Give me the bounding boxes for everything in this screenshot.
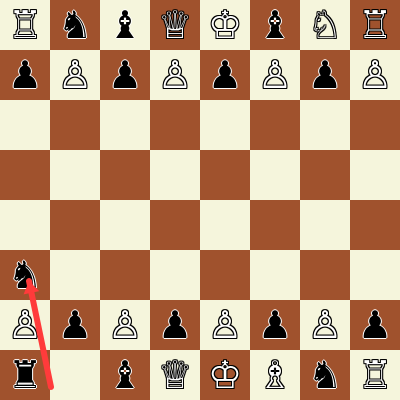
square-e8[interactable]: ♔	[200, 0, 250, 50]
square-a1[interactable]: ♜	[0, 350, 50, 400]
white-pawn-icon[interactable]: ♙	[207, 303, 243, 347]
white-pawn-icon[interactable]: ♙	[257, 53, 293, 97]
square-a4[interactable]	[0, 200, 50, 250]
black-pawn-icon[interactable]: ♟	[57, 303, 93, 347]
square-h2[interactable]: ♟	[350, 300, 400, 350]
square-e5[interactable]	[200, 150, 250, 200]
white-rook-icon[interactable]: ♖	[357, 353, 393, 397]
white-king-icon[interactable]: ♔	[207, 353, 243, 397]
square-e2[interactable]: ♙	[200, 300, 250, 350]
square-b4[interactable]	[50, 200, 100, 250]
white-pawn-icon[interactable]: ♙	[57, 53, 93, 97]
square-b7[interactable]: ♙	[50, 50, 100, 100]
square-f3[interactable]	[250, 250, 300, 300]
square-h3[interactable]	[350, 250, 400, 300]
square-f5[interactable]	[250, 150, 300, 200]
black-pawn-icon[interactable]: ♟	[107, 53, 143, 97]
square-g1[interactable]: ♞	[300, 350, 350, 400]
square-h8[interactable]: ♖	[350, 0, 400, 50]
square-g6[interactable]	[300, 100, 350, 150]
square-a3[interactable]: ♞	[0, 250, 50, 300]
black-pawn-icon[interactable]: ♟	[257, 303, 293, 347]
square-f2[interactable]: ♟	[250, 300, 300, 350]
white-rook-icon[interactable]: ♖	[7, 3, 43, 47]
square-d7[interactable]: ♙	[150, 50, 200, 100]
square-d3[interactable]	[150, 250, 200, 300]
square-f6[interactable]	[250, 100, 300, 150]
square-c3[interactable]	[100, 250, 150, 300]
black-pawn-icon[interactable]: ♟	[207, 53, 243, 97]
white-queen-icon[interactable]: ♕	[157, 353, 193, 397]
square-h5[interactable]	[350, 150, 400, 200]
black-pawn-icon[interactable]: ♟	[357, 303, 393, 347]
square-f1[interactable]: ♗	[250, 350, 300, 400]
square-h1[interactable]: ♖	[350, 350, 400, 400]
square-c4[interactable]	[100, 200, 150, 250]
square-g7[interactable]: ♟	[300, 50, 350, 100]
square-e1[interactable]: ♔	[200, 350, 250, 400]
black-bishop-icon[interactable]: ♝	[107, 353, 143, 397]
black-bishop-icon[interactable]: ♝	[107, 3, 143, 47]
black-knight-icon[interactable]: ♞	[307, 353, 343, 397]
white-pawn-icon[interactable]: ♙	[157, 53, 193, 97]
black-pawn-icon[interactable]: ♟	[7, 53, 43, 97]
square-a5[interactable]	[0, 150, 50, 200]
white-rook-icon[interactable]: ♖	[357, 3, 393, 47]
square-c1[interactable]: ♝	[100, 350, 150, 400]
white-bishop-icon[interactable]: ♗	[257, 353, 293, 397]
square-b3[interactable]	[50, 250, 100, 300]
square-a2[interactable]: ♙	[0, 300, 50, 350]
square-e4[interactable]	[200, 200, 250, 250]
square-b2[interactable]: ♟	[50, 300, 100, 350]
white-queen-icon[interactable]: ♕	[157, 3, 193, 47]
square-f8[interactable]: ♝	[250, 0, 300, 50]
square-d4[interactable]	[150, 200, 200, 250]
square-b6[interactable]	[50, 100, 100, 150]
square-c7[interactable]: ♟	[100, 50, 150, 100]
square-b8[interactable]: ♞	[50, 0, 100, 50]
square-b1[interactable]	[50, 350, 100, 400]
square-a8[interactable]: ♖	[0, 0, 50, 50]
white-pawn-icon[interactable]: ♙	[107, 303, 143, 347]
square-e7[interactable]: ♟	[200, 50, 250, 100]
white-pawn-icon[interactable]: ♙	[357, 53, 393, 97]
square-e3[interactable]	[200, 250, 250, 300]
square-d1[interactable]: ♕	[150, 350, 200, 400]
square-d5[interactable]	[150, 150, 200, 200]
square-g2[interactable]: ♙	[300, 300, 350, 350]
square-g3[interactable]	[300, 250, 350, 300]
square-g4[interactable]	[300, 200, 350, 250]
square-h7[interactable]: ♙	[350, 50, 400, 100]
black-knight-icon[interactable]: ♞	[57, 3, 93, 47]
square-g5[interactable]	[300, 150, 350, 200]
black-bishop-icon[interactable]: ♝	[257, 3, 293, 47]
square-g8[interactable]: ♘	[300, 0, 350, 50]
white-pawn-icon[interactable]: ♙	[7, 303, 43, 347]
square-a6[interactable]	[0, 100, 50, 150]
black-pawn-icon[interactable]: ♟	[307, 53, 343, 97]
square-d8[interactable]: ♕	[150, 0, 200, 50]
square-c8[interactable]: ♝	[100, 0, 150, 50]
white-knight-icon[interactable]: ♘	[307, 3, 343, 47]
square-d2[interactable]: ♟	[150, 300, 200, 350]
square-f4[interactable]	[250, 200, 300, 250]
square-h6[interactable]	[350, 100, 400, 150]
square-c5[interactable]	[100, 150, 150, 200]
black-pawn-icon[interactable]: ♟	[157, 303, 193, 347]
square-c2[interactable]: ♙	[100, 300, 150, 350]
square-d6[interactable]	[150, 100, 200, 150]
square-b5[interactable]	[50, 150, 100, 200]
square-a7[interactable]: ♟	[0, 50, 50, 100]
black-rook-icon[interactable]: ♜	[7, 353, 43, 397]
white-pawn-icon[interactable]: ♙	[307, 303, 343, 347]
white-king-icon[interactable]: ♔	[207, 3, 243, 47]
black-knight-icon[interactable]: ♞	[7, 253, 43, 297]
square-h4[interactable]	[350, 200, 400, 250]
square-c6[interactable]	[100, 100, 150, 150]
square-f7[interactable]: ♙	[250, 50, 300, 100]
square-e6[interactable]	[200, 100, 250, 150]
